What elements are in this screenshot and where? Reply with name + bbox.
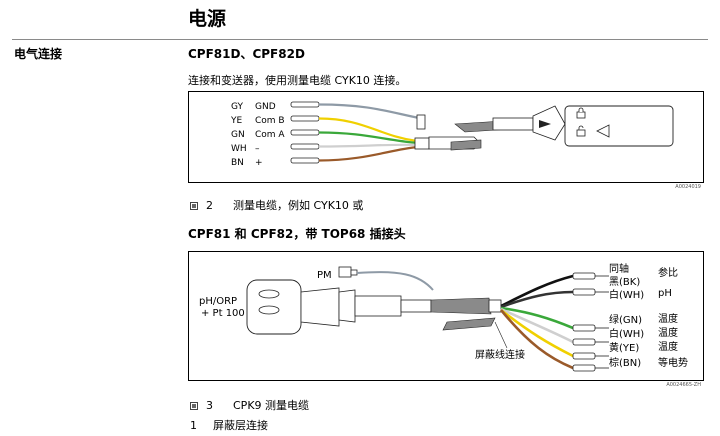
block2-heading: CPF81 和 CPF82，带 TOP68 插接头 [188, 227, 406, 241]
wire-label-coax: 同轴 [609, 262, 629, 275]
caption-text-2: CPK9 测量电缆 [233, 399, 310, 412]
figure-caption-icon [190, 200, 198, 210]
wire-label-wh1: 白(WH) [609, 288, 644, 301]
wire-name-gnd: GND [255, 102, 276, 112]
wire-label-bk: 黑(BK) [609, 276, 640, 288]
shield-label: 屏蔽线连接 [475, 348, 525, 361]
wire-code-bn: BN [231, 158, 244, 168]
wire-code-ye: YE [230, 116, 242, 126]
signal-temp2: 温度 [658, 326, 678, 339]
header-rule [12, 39, 708, 40]
signal-temp1: 温度 [658, 312, 678, 325]
cpk9-diagram: pH/ORP + Pt 100 PM [199, 262, 688, 372]
signal-temp3: 温度 [658, 340, 678, 353]
block1-heading: CPF81D、CPF82D [188, 47, 305, 61]
wire-label-gn: 绿(GN) [609, 313, 642, 326]
ferrules [290, 101, 320, 164]
cpk9-wires [499, 274, 574, 370]
cyk10-wires [318, 103, 420, 162]
wire-name-coma: Com A [255, 130, 285, 140]
probe-label-line1: pH/ORP [199, 296, 237, 307]
wire-label-wh2: 白(WH) [609, 327, 644, 340]
probe-label-line2: + Pt 100 [201, 308, 245, 319]
block1-intro: 连接和变送器，使用测量电缆 CYK10 连接。 [188, 74, 407, 87]
figure-cyk10-wiring: GY YE GN WH BN GND Com B Com A – + [188, 91, 704, 190]
wire-code-gy: GY [231, 102, 244, 112]
wire-name-minus: – [255, 144, 260, 154]
figure-id: A0024019 [675, 184, 701, 190]
figure-2-caption: 2 测量电缆，例如 CYK10 或 [190, 197, 363, 213]
wire-name-comb: Com B [255, 116, 285, 126]
wire-name-plus: + [255, 158, 263, 168]
figure-cpk9-wiring: pH/ORP + Pt 100 PM [188, 251, 704, 388]
wire-code-wh: WH [231, 144, 247, 154]
signal-ph: pH [658, 288, 672, 299]
caption-num-2: 3 [206, 399, 213, 412]
legend-item: 1 屏蔽层连接 [190, 417, 268, 433]
legend-text: 屏蔽层连接 [213, 419, 268, 432]
wire-code-gn: GN [231, 130, 245, 140]
signal-potential: 等电势 [658, 356, 688, 369]
legend-num: 1 [190, 419, 197, 432]
figure-id-2: A0024665-ZH [666, 382, 701, 388]
figure-caption-icon [190, 400, 198, 410]
caption-num: 2 [206, 199, 213, 212]
pm-label: PM [317, 270, 332, 281]
cyk10-diagram: GY YE GN WH BN GND Com B Com A – + [230, 101, 674, 168]
signal-ref: 参比 [658, 266, 678, 279]
caption-text: 测量电缆，例如 CYK10 或 [233, 199, 364, 212]
wire-label-bn: 棕(BN) [609, 356, 641, 369]
section-heading: 电气连接 [14, 47, 63, 61]
wire-label-ye: 黄(YE) [609, 341, 639, 354]
figure-3-caption: 3 CPK9 测量电缆 [190, 397, 309, 413]
page-title: 电源 [188, 8, 227, 30]
